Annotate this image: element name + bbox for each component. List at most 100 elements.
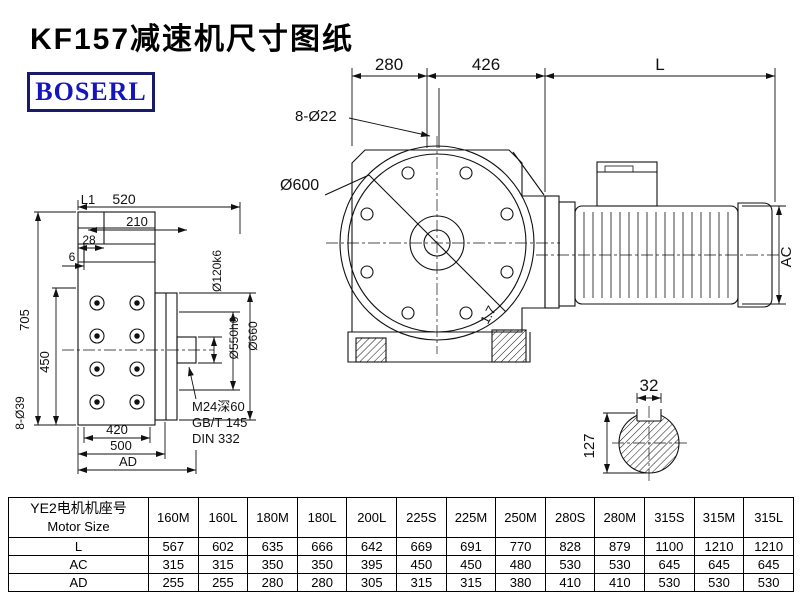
dimension-row-label: AD [8,573,149,592]
dim-6: 6 [69,250,76,264]
page-title: KF157减速机尺寸图纸 [30,23,355,56]
dim-450: 450 [37,351,52,373]
table-header-cn: YE2电机机座号 [30,500,127,517]
dimension-value-cell: 410 [594,573,646,592]
dim-8xd39: 8-Ø39 [13,396,27,430]
dim-d600: Ø600 [280,177,319,194]
dimension-value-cell: 350 [296,555,348,574]
dimension-value-cell: 530 [644,573,695,592]
dimension-value-cell: 828 [544,537,596,556]
dimension-value-cell: 530 [743,573,794,592]
motor-frame-column-header: 315L [743,497,794,538]
motor-frame-column-header: 180M [247,497,298,538]
dim-520: 520 [112,191,136,207]
note-gbt145: GB/T 145 [192,415,247,430]
fan-cover [737,202,773,308]
dim-d550h6: Ø550h6 [227,316,241,359]
dimension-value-cell: 410 [544,573,596,592]
table-header-en: Motor Size [47,519,110,535]
dimension-value-cell: 350 [247,555,298,574]
dim-d660: Ø660 [246,321,260,351]
dimension-value-cell: 691 [445,537,497,556]
dim-8xd22: 8-Ø22 [295,108,337,125]
dimension-value-cell: 1100 [644,537,695,556]
dim-L: L [655,55,664,74]
motor-frame-column-header: 280S [544,497,596,538]
dimension-value-cell: 280 [296,573,348,592]
motor-frame-column-header: 225M [445,497,497,538]
dimension-lines [34,68,786,474]
motor-frame-column-header: 180L [296,497,348,538]
dimension-value-cell: 450 [445,555,497,574]
dimension-value-cell: 395 [346,555,398,574]
dimension-value-cell: 879 [594,537,646,556]
note-din332: DIN 332 [192,431,240,446]
dimension-value-cell: 645 [644,555,695,574]
dimension-value-cell: 315 [396,573,447,592]
motor-frame-column-header: 225S [396,497,447,538]
motor-frame-column-header: 280M [594,497,646,538]
dimension-row-label: AC [8,555,149,574]
dimension-row-label: L [8,537,149,556]
dim-angle: 1.7 [477,303,499,326]
dim-AD: AD [119,454,137,469]
gearbox-side-view [77,211,197,426]
dimension-value-cell: 602 [197,537,249,556]
dim-210: 210 [126,214,148,229]
motor-frame-column-header: 200L [346,497,398,538]
boserl-logo-text: BOSERL [35,77,147,106]
dimension-value-cell: 635 [247,537,298,556]
dim-L1: L1 [81,192,95,207]
motor-frame-column-header: 160M [148,497,199,538]
dim-AC: AC [778,246,795,267]
dimension-value-cell: 669 [396,537,447,556]
dim-28: 28 [82,233,96,247]
dimension-value-cell: 380 [495,573,546,592]
motor-frame-column-header: 315S [644,497,695,538]
dimension-value-cell: 315 [445,573,497,592]
dimension-value-cell: 642 [346,537,398,556]
dimension-value-cell: 280 [247,573,298,592]
dim-426: 426 [472,55,500,74]
gearbox-front-view [324,145,546,363]
dim-127: 127 [581,433,598,458]
dimension-value-cell: 315 [148,555,199,574]
dimension-value-cell: 1210 [693,537,745,556]
dimension-value-cell: 530 [544,555,596,574]
dimension-value-cell: 666 [296,537,348,556]
motor-frame-column-header: 250M [495,497,546,538]
center-lines [62,136,788,481]
dim-420: 420 [106,422,128,437]
dim-705: 705 [17,309,32,331]
dim-d120k6: Ø120k6 [210,250,224,292]
motor-frame-column-header: 160L [197,497,249,538]
dim-500: 500 [110,438,132,453]
note-m24: M24深60 [192,399,245,414]
terminal-box [596,161,658,207]
dimension-value-cell: 645 [693,555,745,574]
dimension-value-cell: 255 [197,573,249,592]
dimension-value-cell: 530 [693,573,745,592]
dimension-value-cell: 567 [148,537,199,556]
dimension-value-cell: 305 [346,573,398,592]
dimension-value-cell: 1210 [743,537,794,556]
boserl-logo: BOSERL [27,72,155,112]
dimension-value-cell: 450 [396,555,447,574]
dimension-value-cell: 530 [594,555,646,574]
motor-frame-column-header: 315M [693,497,745,538]
dimension-value-cell: 480 [495,555,546,574]
motor-view [544,161,773,309]
dimension-value-cell: 315 [197,555,249,574]
dim-32: 32 [640,376,659,395]
dimension-labels: 280 426 L 8-Ø22 Ø600 AC 1.7 L1 520 210 2… [13,55,795,469]
table-corner-header: YE2电机机座号 Motor Size [8,497,149,538]
dimension-value-cell: 645 [743,555,794,574]
dimension-value-cell: 770 [495,537,546,556]
dim-280: 280 [375,55,403,74]
